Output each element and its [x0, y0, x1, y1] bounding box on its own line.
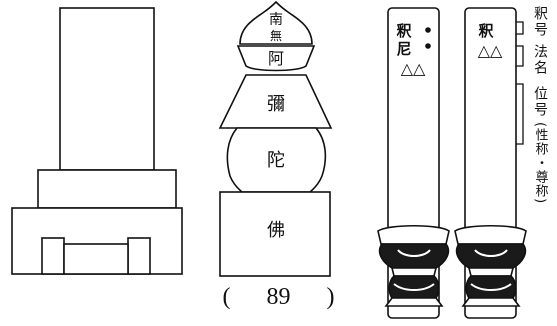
annotation-homyo: 法名 [532, 44, 548, 76]
stupa-inscription: 南 無 阿 彌 陀 佛 [267, 12, 285, 241]
gravestone-step [63, 243, 129, 275]
stupa-label-mi: 彌 [267, 94, 285, 115]
tablet-left-triangles: △△ [401, 59, 426, 78]
annotation-igo: 位号 [532, 86, 548, 118]
tablet-left-dot-2 [425, 43, 431, 49]
annotation-shakugo: 釈号 [532, 6, 548, 38]
tablet-left-ni: 尼 [396, 40, 411, 58]
caption-close-paren: ) [326, 284, 335, 310]
tablet-right-shaku: 釈 [478, 22, 494, 40]
tablet-left-shaku: 釈 [396, 22, 412, 40]
stupa-label-da: 陀 [267, 150, 285, 171]
stupa-label-a: 阿 [268, 49, 284, 68]
tablet-right-pedestal [454, 225, 527, 307]
gravestone-pillar [59, 7, 155, 171]
annotations: 釈号 法名 位号 (性称・尊称) [516, 6, 548, 204]
stupa-base-block [219, 191, 331, 277]
gravestone [11, 7, 183, 275]
stupa-label-butsu: 佛 [267, 220, 285, 241]
stupa [218, 0, 333, 277]
gravestone-left-foot [41, 237, 65, 275]
tablet-right: 釈 △△ [454, 7, 527, 319]
bracket-igo [516, 83, 524, 145]
tablet-left-dot-1 [425, 27, 431, 33]
caption-figure-number: 89 [266, 284, 291, 310]
annotation-seisho-sonsho: (性称・尊称) [533, 122, 549, 204]
stupa-label-na: 南 [269, 12, 283, 28]
figure-caption: ( 89 ) [0, 284, 557, 320]
gravestone-upper-base [37, 169, 177, 209]
caption-open-paren: ( [222, 284, 231, 310]
stupa-cone [218, 74, 333, 129]
stupa-label-mu: 無 [270, 28, 282, 43]
gravestone-right-foot [127, 237, 151, 275]
tablet-left: 釈 尼 △△ [377, 7, 450, 319]
tablet-right-triangles: △△ [478, 41, 503, 60]
stupa-finial [239, 0, 313, 45]
stupa-lotus-bowl [236, 45, 316, 72]
tablet-left-pedestal [377, 225, 450, 307]
bracket-homyo [516, 45, 524, 67]
bracket-shakugo [516, 21, 524, 35]
